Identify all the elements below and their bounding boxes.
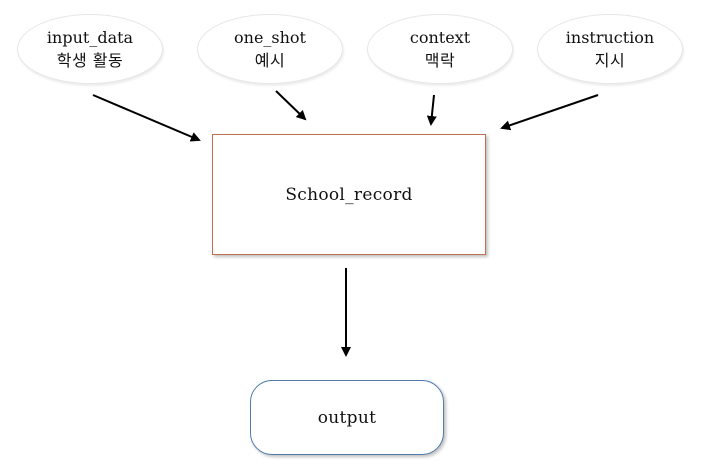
node-input-data-label-ko: 학생 활동 [56, 51, 124, 70]
edge-instruction-to-school-record [500, 94, 599, 131]
edge-one-shot-to-school-record [275, 90, 307, 121]
node-output: output [250, 380, 444, 455]
node-school-record: School_record [212, 134, 486, 255]
node-input-data-label-en: input_data [46, 28, 134, 47]
edge-input-data-to-school-record [92, 94, 201, 142]
node-one-shot-label-en: one_shot [234, 28, 306, 47]
node-context: context 맥락 [367, 14, 513, 84]
node-input-data: input_data 학생 활동 [17, 14, 163, 84]
node-one-shot-label-ko: 예시 [254, 51, 286, 70]
edge-context-to-school-record [426, 94, 437, 126]
node-instruction: instruction 지시 [537, 14, 683, 84]
node-instruction-label-en: instruction [565, 28, 655, 47]
node-school-record-label: School_record [285, 184, 413, 205]
node-context-label-ko: 맥락 [424, 51, 456, 70]
node-one-shot: one_shot 예시 [197, 14, 343, 84]
node-instruction-label-ko: 지시 [594, 51, 626, 70]
node-context-label-en: context [409, 28, 471, 47]
node-output-label: output [317, 407, 377, 428]
